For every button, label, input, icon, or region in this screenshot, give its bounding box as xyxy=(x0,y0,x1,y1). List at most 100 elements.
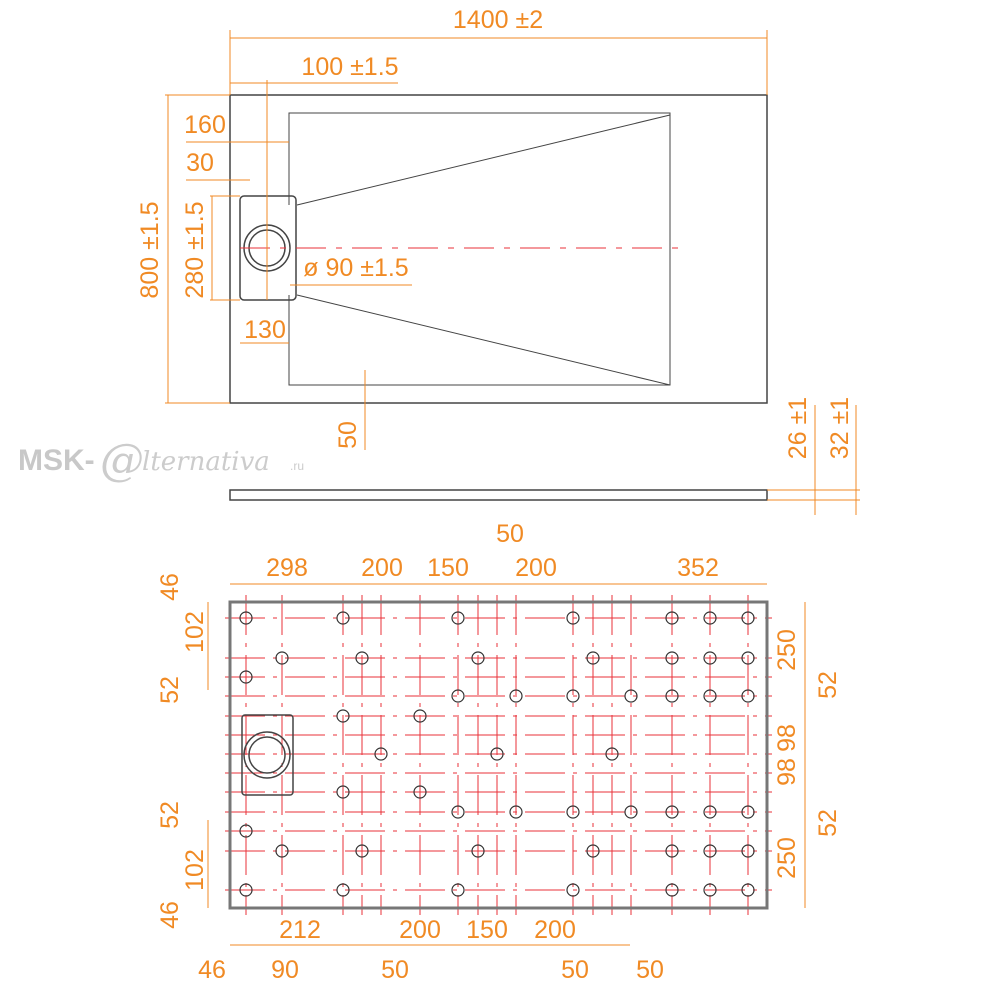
dim-lower-46: 46 xyxy=(198,956,226,984)
support-foot xyxy=(586,844,600,858)
dim-width: 1400 ±2 xyxy=(453,6,543,34)
support-foot xyxy=(566,611,580,625)
support-foot xyxy=(741,883,755,897)
dim-left-102b: 102 xyxy=(181,849,209,891)
dim-bottom-212: 212 xyxy=(279,916,321,944)
dim-drain-height: 280 ±1.5 xyxy=(181,201,209,298)
support-foot xyxy=(741,651,755,665)
dim-right-250a: 250 xyxy=(773,629,801,671)
support-foot xyxy=(741,611,755,625)
support-foot xyxy=(586,651,600,665)
support-foot xyxy=(624,805,638,819)
dim-160: 160 xyxy=(184,111,226,139)
dim-lower-90: 90 xyxy=(271,956,299,984)
support-foot xyxy=(471,844,485,858)
support-foot xyxy=(275,844,289,858)
support-foot xyxy=(665,651,679,665)
support-foot xyxy=(665,844,679,858)
dim-right-52b: 52 xyxy=(814,809,842,837)
support-foot xyxy=(665,689,679,703)
support-foot xyxy=(566,883,580,897)
support-foot xyxy=(624,689,638,703)
support-foot xyxy=(509,689,523,703)
watermark-tld: .ru xyxy=(290,459,304,473)
dim-left-52a: 52 xyxy=(156,676,184,704)
support-foot xyxy=(336,611,350,625)
support-foot xyxy=(336,785,350,799)
support-foot xyxy=(471,651,485,665)
support-feet xyxy=(239,611,755,897)
side-view: 26 ±1 32 ±1 xyxy=(229,397,860,515)
support-foot xyxy=(239,611,253,625)
support-foot xyxy=(451,805,465,819)
support-foot xyxy=(336,709,350,723)
support-foot xyxy=(703,651,717,665)
dim-right-98a: 98 xyxy=(773,724,801,752)
support-foot xyxy=(703,844,717,858)
support-foot xyxy=(413,709,427,723)
top-view: 1400 ±2 100 ±1.5 160 30 280 ±1.5 800 ±1.… xyxy=(136,6,768,450)
watermark-suffix: lternativa xyxy=(142,447,270,477)
bottom-view: 298 200 150 50 200 352 46 102 52 52 102 … xyxy=(156,520,842,984)
dim-bottom-150: 150 xyxy=(466,916,508,944)
support-foot xyxy=(703,805,717,819)
dim-30: 30 xyxy=(186,149,214,177)
dim-right-250b: 250 xyxy=(773,837,801,879)
dim-top-298: 298 xyxy=(266,554,308,582)
dim-left-46a: 46 xyxy=(156,573,184,601)
support-foot xyxy=(451,611,465,625)
dim-left-52b: 52 xyxy=(156,801,184,829)
support-foot xyxy=(703,611,717,625)
dim-lower-50b: 50 xyxy=(561,956,589,984)
dim-bottom-200b: 200 xyxy=(534,916,576,944)
dim-top-352: 352 xyxy=(677,554,719,582)
support-foot xyxy=(665,805,679,819)
drain-circle-bottom xyxy=(248,736,286,774)
dim-depth: 800 ±1.5 xyxy=(136,201,164,298)
support-foot xyxy=(451,689,465,703)
dim-drain-offset: 100 ±1.5 xyxy=(301,53,398,81)
support-foot xyxy=(355,651,369,665)
support-foot xyxy=(451,883,465,897)
support-foot xyxy=(741,805,755,819)
dim-bottom-200a: 200 xyxy=(399,916,441,944)
support-foot xyxy=(703,883,717,897)
watermark-at-logo: @ xyxy=(100,435,144,486)
support-foot xyxy=(741,844,755,858)
support-foot xyxy=(605,747,619,761)
watermark: MSK- @ lternativa .ru xyxy=(18,435,304,486)
dim-height-26: 26 ±1 xyxy=(784,397,812,459)
dim-130: 130 xyxy=(244,316,286,344)
support-foot xyxy=(703,689,717,703)
support-foot xyxy=(665,883,679,897)
support-foot xyxy=(239,670,253,684)
support-foot xyxy=(566,805,580,819)
tray-outline xyxy=(229,94,768,404)
dim-left-102a: 102 xyxy=(181,611,209,653)
support-foot xyxy=(239,824,253,838)
tray-bottom-outline xyxy=(228,600,769,910)
dim-50: 50 xyxy=(334,421,362,449)
dim-top-50: 50 xyxy=(496,520,524,548)
dim-top-200a: 200 xyxy=(361,554,403,582)
dim-lower-50c: 50 xyxy=(636,956,664,984)
watermark-prefix: MSK- xyxy=(18,444,95,477)
support-foot xyxy=(355,844,369,858)
support-foot xyxy=(275,651,289,665)
support-foot xyxy=(490,747,504,761)
support-grid xyxy=(225,595,772,915)
support-foot xyxy=(374,747,388,761)
dim-top-200b: 200 xyxy=(515,554,557,582)
dim-left-46b: 46 xyxy=(156,901,184,929)
support-foot xyxy=(239,883,253,897)
drain-housing xyxy=(241,714,294,796)
support-foot xyxy=(509,805,523,819)
support-foot xyxy=(665,611,679,625)
support-foot xyxy=(413,785,427,799)
dim-top-150: 150 xyxy=(427,554,469,582)
dim-drain-diameter: ø 90 ±1.5 xyxy=(303,254,408,282)
dim-right-98b: 98 xyxy=(773,758,801,786)
dim-lower-50a: 50 xyxy=(381,956,409,984)
tray-slope-area xyxy=(288,112,671,386)
